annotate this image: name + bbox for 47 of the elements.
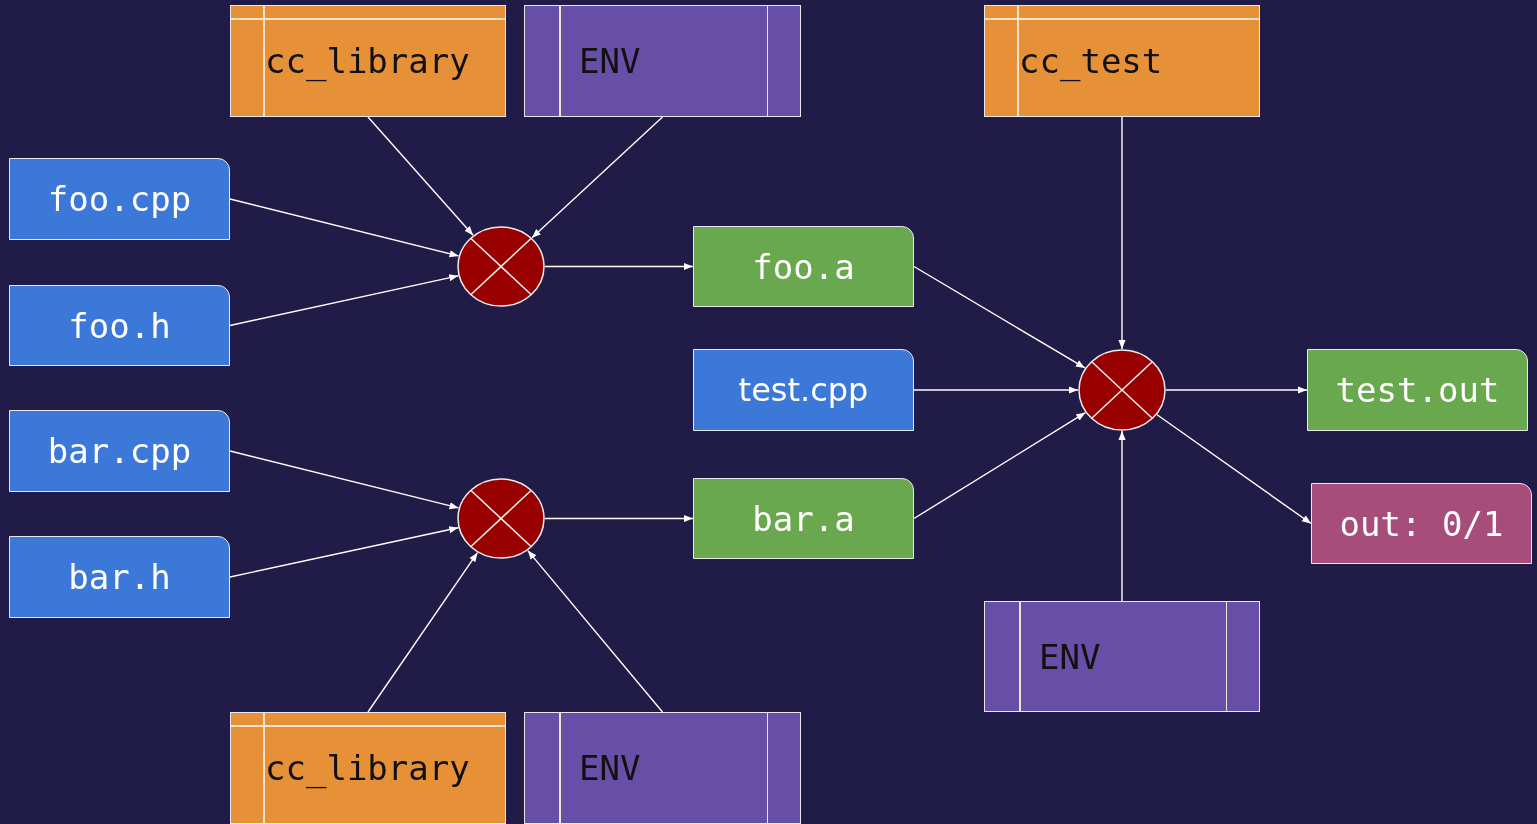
arrow	[531, 116, 664, 239]
node-label: out: 0/1	[1339, 503, 1504, 544]
source-file-box	[693, 349, 914, 431]
node-label: foo.a	[752, 246, 855, 287]
node-label: test.cpp	[738, 371, 869, 409]
arrow	[527, 549, 664, 713]
arrow	[229, 198, 460, 258]
env-box	[984, 601, 1260, 712]
node-label: cc_library	[265, 41, 470, 81]
action-circle	[457, 478, 545, 559]
node-label: bar.h	[68, 557, 171, 597]
node-label: ENV	[579, 41, 641, 81]
arrow	[229, 526, 459, 578]
arrow	[544, 514, 694, 523]
arrow	[367, 552, 479, 713]
action-circle	[1078, 349, 1166, 431]
source-file-box	[9, 536, 230, 618]
arrow	[544, 262, 694, 271]
arrow	[913, 411, 1087, 520]
output-file-box	[693, 478, 914, 559]
node-label: ENV	[579, 748, 641, 788]
node-label: bar.a	[752, 498, 855, 539]
source-file-box	[9, 158, 230, 240]
arrow	[1156, 414, 1312, 525]
node-label: ENV	[1039, 636, 1101, 677]
arrow	[913, 386, 1079, 394]
arrow	[1165, 386, 1308, 394]
arrow	[367, 116, 474, 236]
output-file-box	[693, 226, 914, 307]
env-box	[524, 712, 801, 824]
action-circle	[457, 226, 545, 307]
arrow	[1118, 430, 1126, 602]
output-file-box	[1307, 349, 1528, 431]
node-label: foo.h	[68, 305, 171, 346]
source-file-box	[9, 285, 230, 366]
node-label: test.out	[1335, 370, 1500, 410]
env-box	[524, 5, 801, 117]
result-box	[1311, 483, 1532, 564]
arrow	[1118, 116, 1126, 350]
source-file-box	[9, 410, 230, 492]
node-label: foo.cpp	[47, 179, 192, 219]
node-label: cc_library	[265, 748, 470, 788]
arrow	[913, 265, 1086, 369]
node-label: bar.cpp	[47, 431, 192, 471]
node-label: cc_test	[1019, 41, 1163, 81]
arrow	[229, 450, 460, 510]
arrow	[229, 274, 459, 327]
